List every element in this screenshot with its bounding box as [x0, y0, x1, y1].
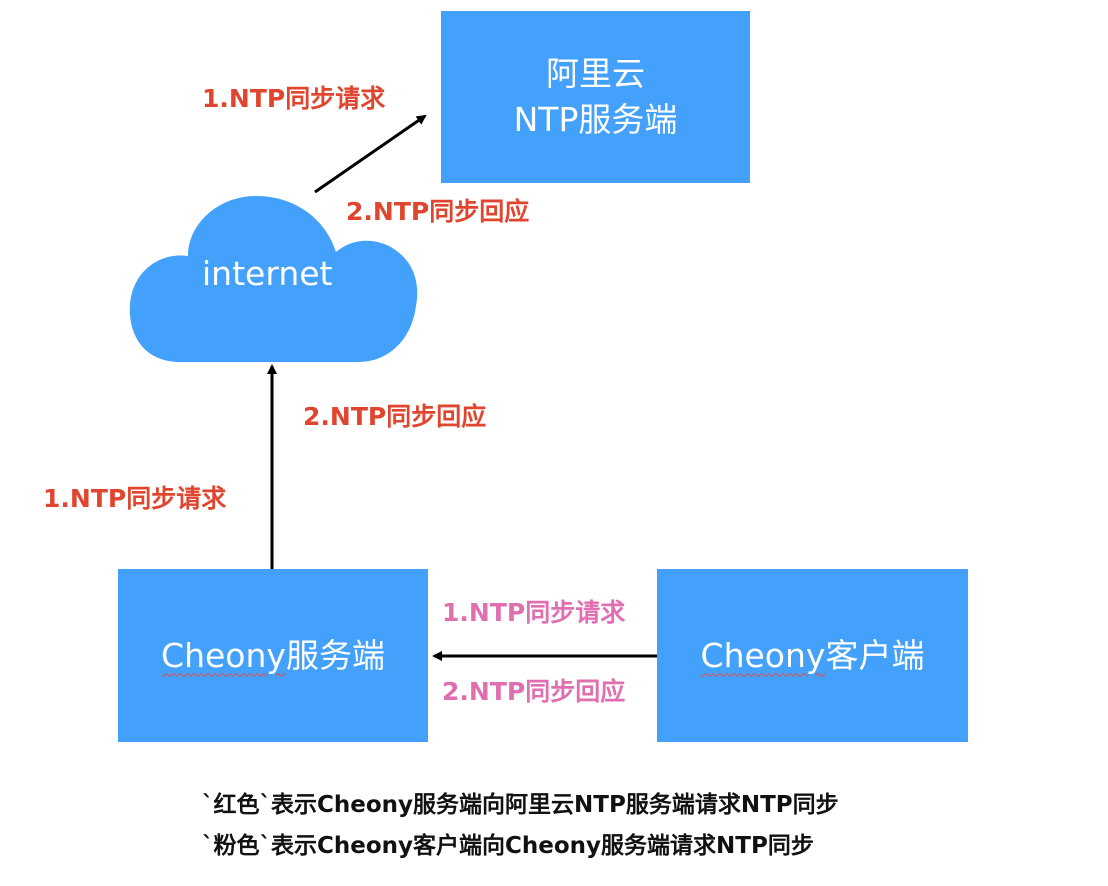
cheony-client-node: Cheony客户端 [657, 569, 968, 742]
cheony-server-node: Cheony服务端 [118, 569, 428, 742]
legend-red-line: `红色`表示Cheony服务端向阿里云NTP服务端请求NTP同步 [202, 792, 839, 818]
cheony-server-name: Cheony [161, 635, 286, 675]
cloud-to-aliyun-arrow [314, 114, 427, 194]
aliyun-ntp-server-node: 阿里云 NTP服务端 [441, 11, 750, 183]
internet-label: internet [202, 254, 333, 293]
server-cloud-request-label: 1.NTP同步请求 [43, 484, 227, 513]
aliyun-title: 阿里云 [546, 54, 645, 93]
cloud-aliyun-request-label: 1.NTP同步请求 [202, 84, 386, 113]
cloud-aliyun-response-label: 2.NTP同步回应 [346, 197, 530, 226]
legend-pink-line: `粉色`表示Cheony客户端向Cheony服务端请求NTP同步 [202, 833, 814, 859]
client-server-request-label: 1.NTP同步请求 [442, 598, 626, 627]
cheony-server-suffix: 服务端 [285, 635, 385, 675]
server-cloud-response-label: 2.NTP同步回应 [303, 402, 487, 431]
cheony-client-name: Cheony [700, 635, 826, 675]
client-server-response-label: 2.NTP同步回应 [442, 677, 626, 706]
internet-cloud-icon [129, 196, 418, 362]
aliyun-subtitle: NTP服务端 [513, 100, 678, 139]
cheony-client-suffix: 客户端 [825, 635, 925, 675]
